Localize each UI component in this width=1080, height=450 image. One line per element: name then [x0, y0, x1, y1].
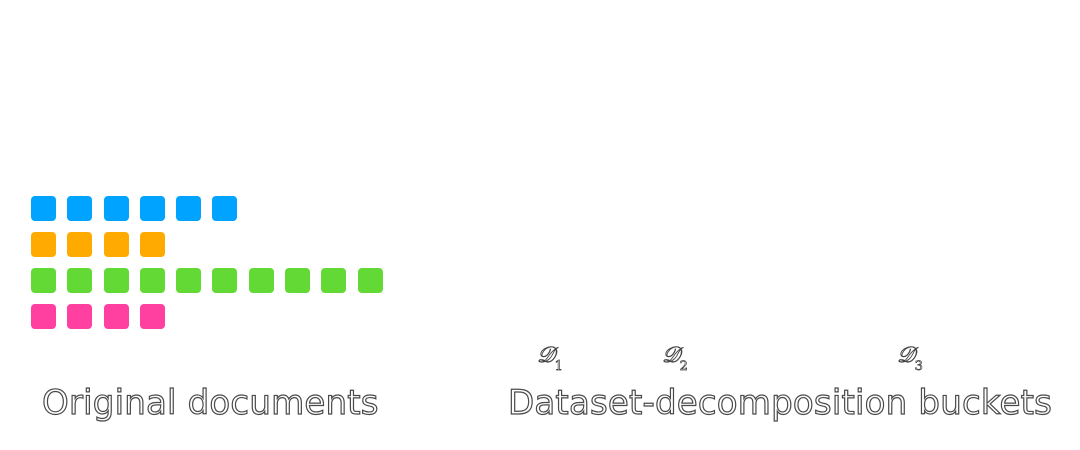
token-square	[139, 196, 165, 221]
buckets-label: Dataset-decomposition buckets	[507, 383, 1053, 423]
token-square	[103, 304, 129, 329]
bucket-subscript: 3	[914, 359, 923, 375]
bucket-d2-label: 𝒟2	[662, 343, 689, 374]
token-square	[67, 268, 93, 293]
document-row	[31, 232, 383, 257]
bucket-d3-label: 𝒟3	[897, 343, 924, 374]
token-square	[321, 268, 347, 293]
token-square	[67, 196, 93, 221]
token-square	[139, 232, 165, 257]
bucket-symbol: 𝒟	[897, 343, 915, 368]
token-square	[67, 232, 93, 257]
token-square	[176, 196, 202, 221]
bucket-symbol: 𝒟	[662, 343, 680, 368]
token-square	[285, 268, 311, 293]
bucket-subscript: 2	[679, 359, 688, 375]
token-square	[139, 268, 165, 293]
document-row	[31, 304, 383, 329]
document-row	[31, 268, 383, 293]
token-square	[248, 268, 274, 293]
token-square	[31, 268, 56, 293]
bucket-symbol: 𝒟	[537, 343, 555, 368]
token-square	[139, 304, 165, 329]
token-square	[212, 268, 238, 293]
token-square	[31, 196, 56, 221]
token-square	[176, 268, 202, 293]
bucket-subscript: 1	[554, 359, 563, 375]
bucket-d1-label: 𝒟1	[537, 343, 564, 374]
token-square	[103, 196, 129, 221]
token-square	[31, 304, 56, 329]
token-square	[103, 232, 129, 257]
token-square	[103, 268, 129, 293]
document-row	[31, 196, 383, 221]
token-square	[212, 196, 238, 221]
original-documents-grid	[31, 196, 383, 329]
token-square	[357, 268, 383, 293]
token-square	[67, 304, 93, 329]
token-square	[31, 232, 56, 257]
original-documents-label: Original documents	[41, 383, 379, 423]
